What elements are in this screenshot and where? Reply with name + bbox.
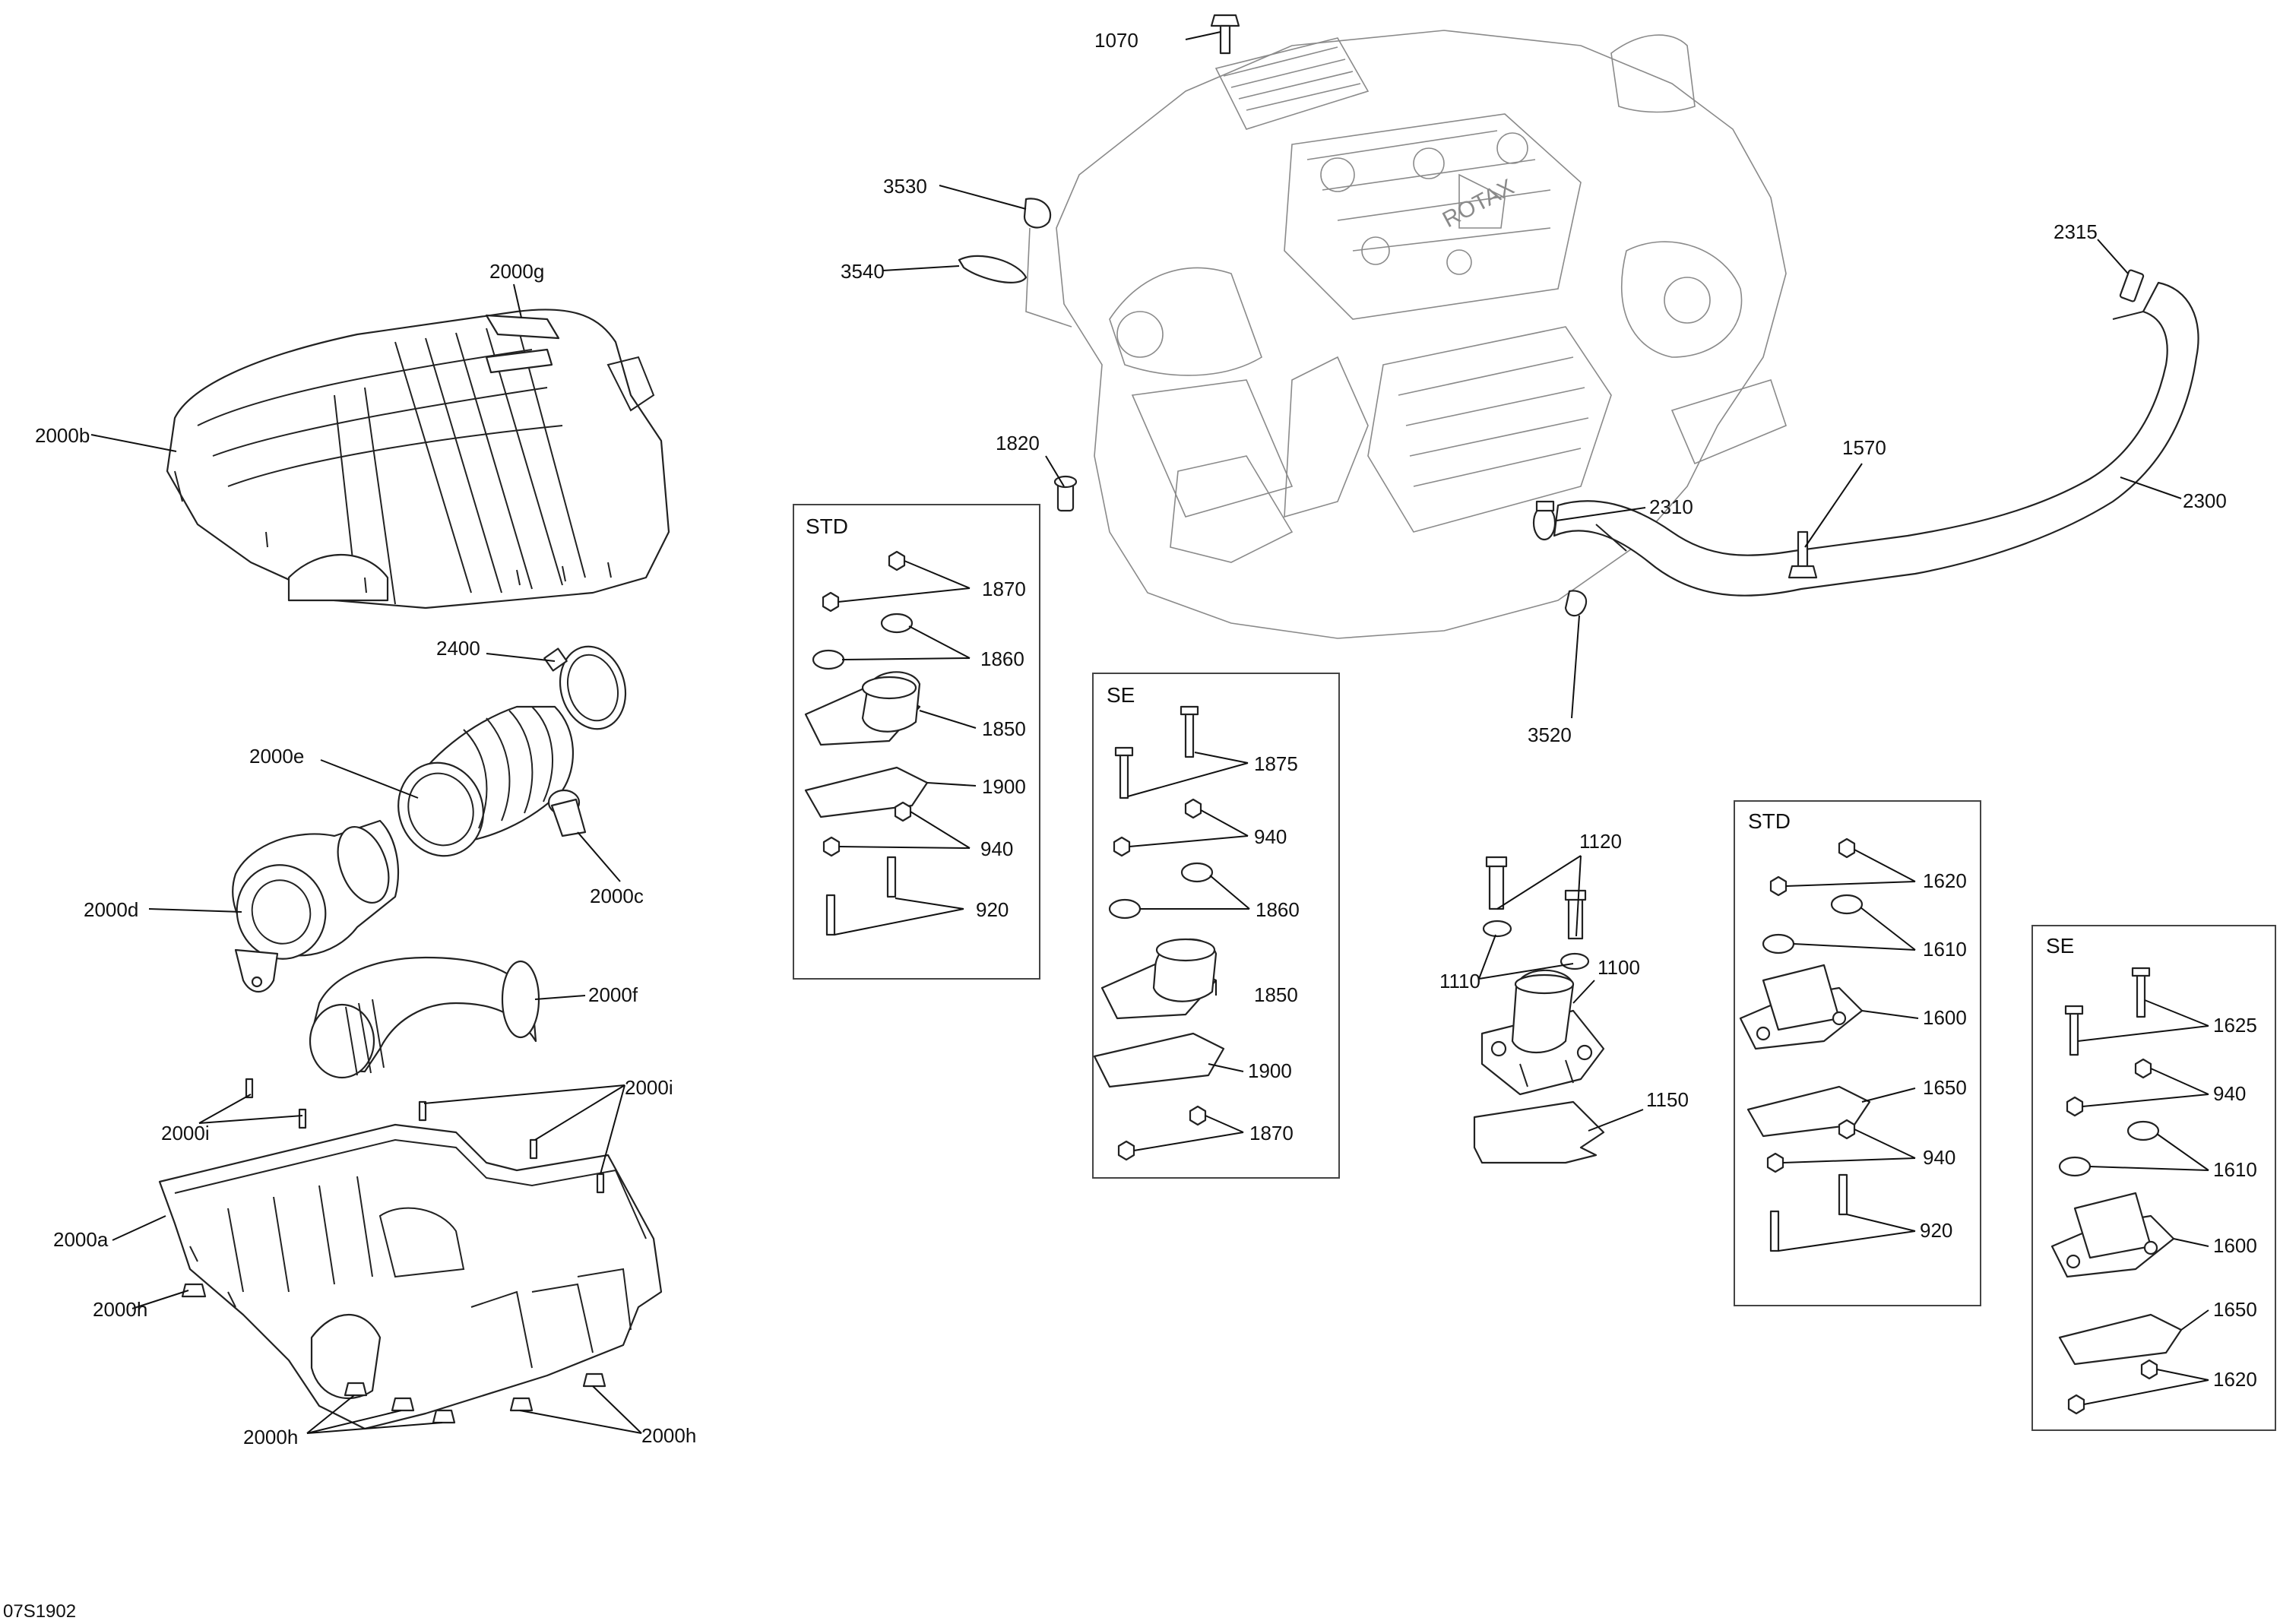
se1-label-1860: 1860 (1256, 898, 1300, 921)
engine-illustration: ROTAX (1056, 30, 1787, 639)
label-2315: 2315 (2054, 220, 2098, 243)
std1-label-940: 940 (980, 837, 1013, 860)
std2-label-1620: 1620 (1923, 869, 1967, 892)
clip-3530 (1023, 198, 1052, 229)
clamp-2400 (543, 645, 627, 730)
se1-label-1875: 1875 (1254, 752, 1298, 775)
bellows-2000e (397, 705, 574, 857)
std2-label-1610: 1610 (1923, 938, 1967, 961)
std1-label-1870: 1870 (982, 578, 1026, 600)
screw-1070 (1210, 14, 1240, 55)
std2-label-1600: 1600 (1923, 1006, 1967, 1029)
std2-label-920: 920 (1920, 1219, 1952, 1242)
ring-3540 (958, 255, 1028, 283)
se2-label-1620: 1620 (2213, 1368, 2257, 1391)
screw-1820 (1053, 475, 1078, 512)
std2-label-940: 940 (1923, 1146, 1955, 1169)
std1-label-1860: 1860 (980, 647, 1024, 670)
box-se-1-title: SE (1107, 683, 1135, 707)
label-1100: 1100 (1598, 956, 1640, 979)
clamp-2315 (2119, 269, 2145, 302)
box-std-2-title: STD (1748, 809, 1791, 833)
sticker-2000g (485, 314, 560, 340)
label-2000g: 2000g (489, 260, 544, 283)
screws-2000i (245, 1078, 605, 1194)
std1-label-1850: 1850 (982, 717, 1026, 740)
se1-label-1900: 1900 (1248, 1059, 1292, 1082)
se1-label-1850: 1850 (1254, 983, 1298, 1006)
label-1070: 1070 (1094, 29, 1138, 52)
clamp-2310 (1532, 500, 1556, 541)
airbox-base-2000a (158, 1123, 663, 1430)
label-1570: 1570 (1842, 436, 1886, 459)
box-std-1: STD (793, 504, 1040, 980)
label-2400: 2400 (436, 637, 480, 660)
screw-1570 (1788, 530, 1818, 579)
label-1120: 1120 (1579, 830, 1622, 853)
std2-label-1650: 1650 (1923, 1076, 1967, 1099)
label-2000b: 2000b (35, 424, 90, 447)
label-2000i-right: 2000i (625, 1076, 673, 1099)
label-2000h-bottom: 2000h (243, 1426, 298, 1448)
std1-label-920: 920 (976, 898, 1009, 921)
se1-label-1870: 1870 (1249, 1122, 1294, 1144)
se1-label-940: 940 (1254, 825, 1287, 848)
figure-code: 07S1902 (3, 1601, 76, 1622)
label-3530: 3530 (883, 175, 927, 198)
label-2000d: 2000d (84, 898, 138, 921)
fitting-2000c (547, 789, 587, 837)
leader-lines (90, 31, 2209, 1434)
hose-2300 (1553, 281, 2199, 597)
box-std-1-title: STD (806, 514, 848, 538)
label-2000a: 2000a (53, 1228, 109, 1251)
tie-3520 (1564, 590, 1588, 617)
label-1110: 1110 (1439, 970, 1480, 992)
se2-label-1600: 1600 (2213, 1234, 2257, 1257)
shim-1150 (1473, 1100, 1605, 1164)
box-se-2: SE (2031, 925, 2276, 1431)
washers-1110 (1482, 920, 1590, 970)
callout-labels: 1070 3530 3540 2315 2300 1570 2310 3520 … (35, 29, 2257, 1448)
engine-mount-1100 (1480, 969, 1605, 1096)
airbox-cover-2000b (166, 309, 670, 609)
label-2000h-right: 2000h (641, 1424, 696, 1447)
box-se-2-title: SE (2046, 934, 2074, 958)
label-1150: 1150 (1646, 1088, 1689, 1111)
label-2000f: 2000f (588, 983, 638, 1006)
label-2300: 2300 (2183, 489, 2227, 512)
elbow-2000f (309, 956, 540, 1079)
se2-label-940: 940 (2213, 1082, 2246, 1105)
bolts-1120 (1485, 856, 1587, 940)
se2-label-1610: 1610 (2213, 1158, 2257, 1181)
label-3520: 3520 (1528, 723, 1572, 746)
se2-label-1650: 1650 (2213, 1298, 2257, 1321)
label-3540: 3540 (841, 260, 885, 283)
label-2000c: 2000c (590, 885, 644, 907)
label-2000h-left: 2000h (93, 1298, 147, 1321)
label-2310: 2310 (1649, 495, 1693, 518)
label-2000i-left: 2000i (161, 1122, 210, 1144)
label-2000e: 2000e (249, 745, 304, 768)
grommets-2000h (181, 1283, 606, 1424)
engine-brand-text: ROTAX (1439, 175, 1518, 233)
box-se-1: SE (1092, 673, 1340, 1179)
box-std-2: STD (1734, 800, 1981, 1306)
se2-label-1625: 1625 (2213, 1014, 2257, 1037)
std1-label-1900: 1900 (982, 775, 1026, 798)
label-1820: 1820 (996, 432, 1040, 454)
adapter-2000d (232, 819, 400, 992)
